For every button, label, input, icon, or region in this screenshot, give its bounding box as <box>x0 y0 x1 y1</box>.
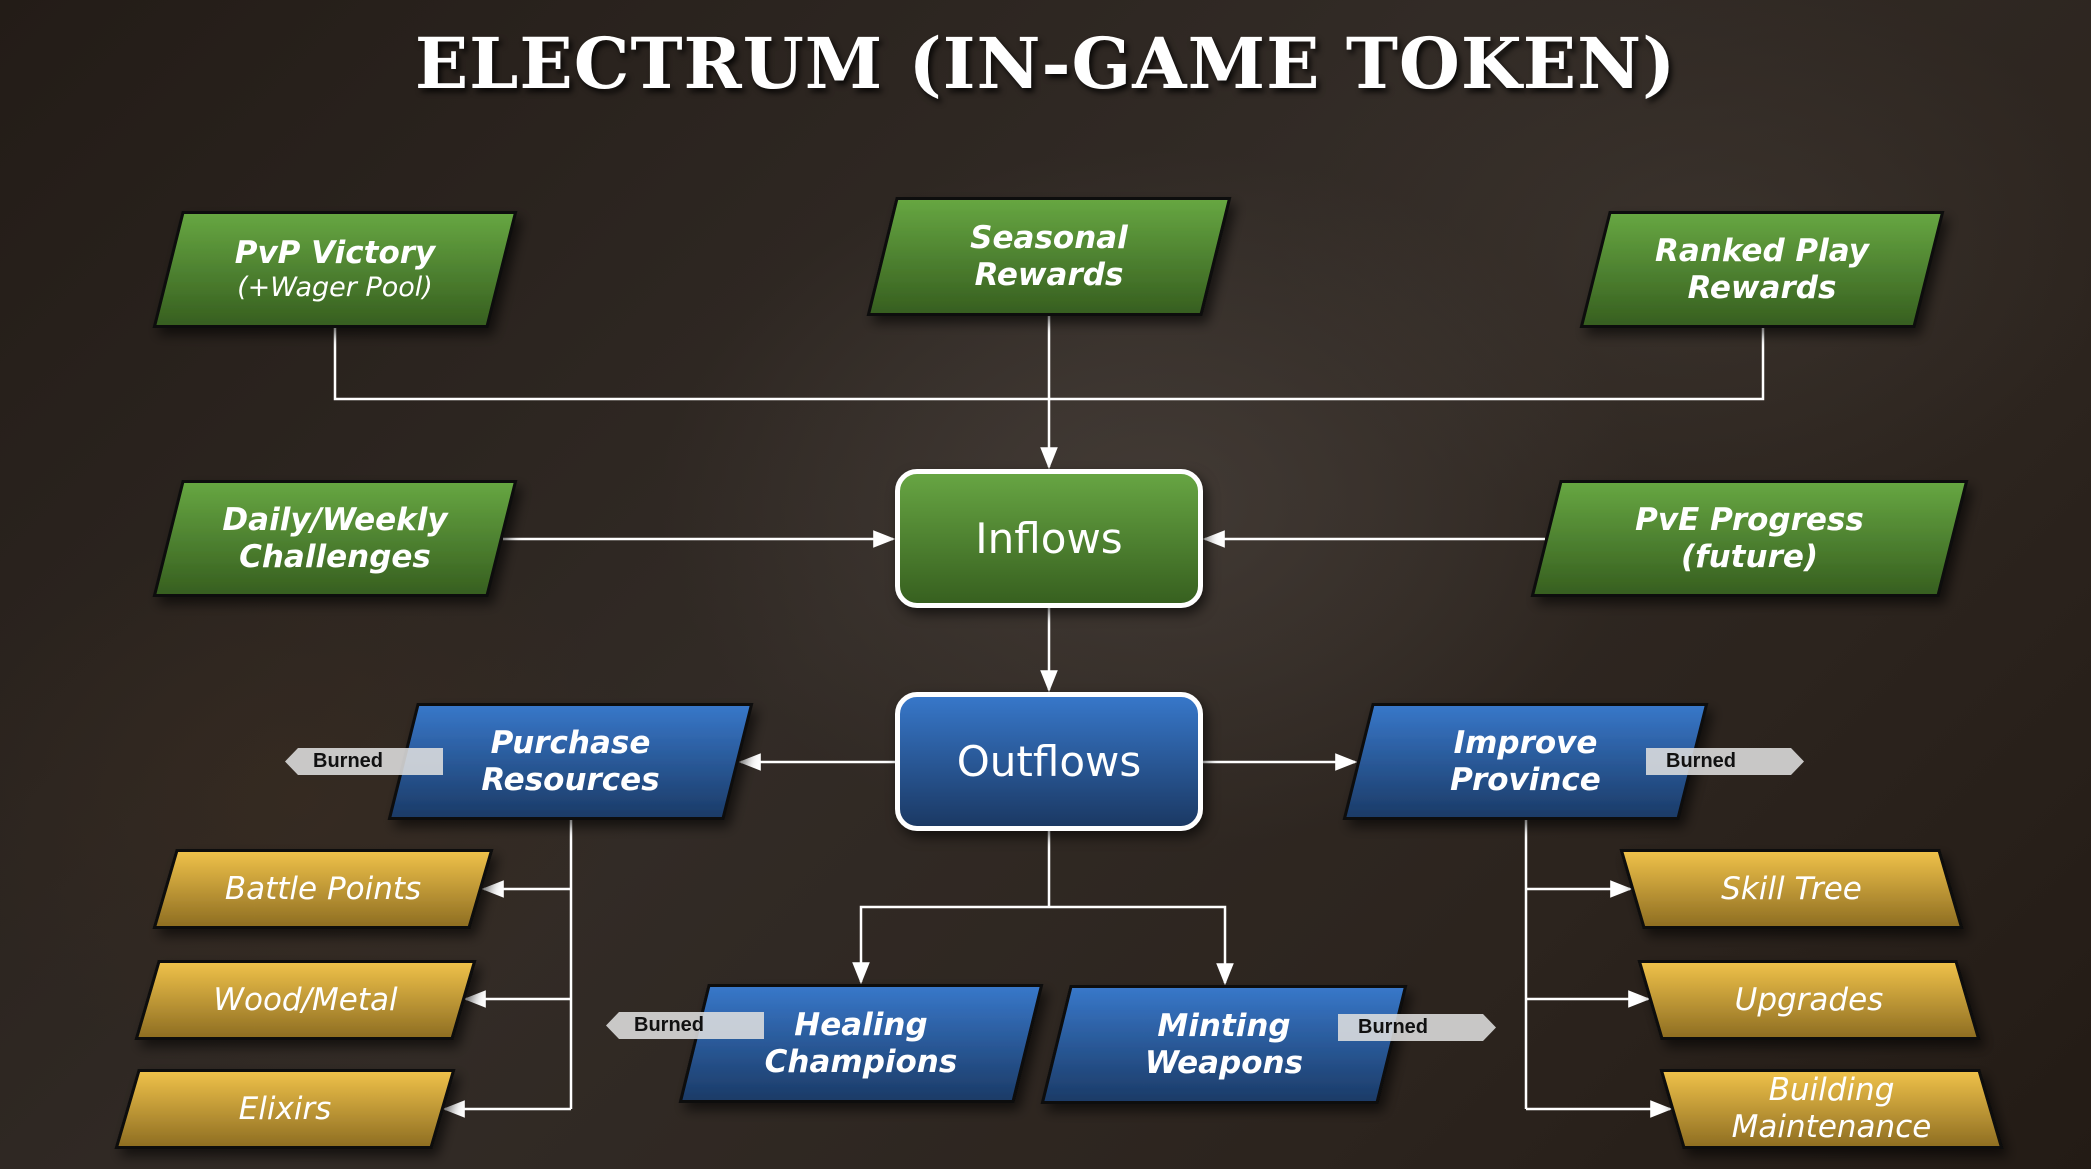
node-label: Elixirs <box>238 1090 332 1127</box>
node-label-line: Daily/Weekly <box>222 501 448 538</box>
node-label-line: Province <box>1450 761 1601 798</box>
node-label: Wood/Metal <box>213 981 398 1018</box>
burned-tag-purchase: Burned <box>285 748 443 775</box>
burned-tag-minting: Burned <box>1338 1014 1496 1041</box>
node-label-line: Weapons <box>1144 1044 1304 1081</box>
node-shape <box>1342 703 1709 820</box>
node-shape <box>152 480 518 597</box>
burned-tag-arrow-shape <box>606 1012 764 1039</box>
node-label: PvE Progress(future) <box>1635 502 1864 575</box>
node-shape <box>678 984 1044 1103</box>
diagram-title: ELECTRUM (IN-GAME TOKEN) <box>414 22 1677 105</box>
burned-tag-label: Burned <box>1666 750 1736 772</box>
node-label-line: Healing <box>794 1006 928 1043</box>
node-shape <box>152 211 518 328</box>
node-sublabel: (+Wager Pool) <box>237 271 433 303</box>
node-label-line: Purchase <box>490 724 651 761</box>
node-label-line: Minting <box>1157 1007 1291 1044</box>
burned-tag-label: Burned <box>313 750 383 772</box>
node-shape <box>1579 211 1945 328</box>
burned-tag-label: Burned <box>634 1014 704 1036</box>
node-skill-tree[interactable]: Skill Tree <box>1619 849 1964 929</box>
node-shape <box>1040 985 1408 1104</box>
node-shape <box>134 960 477 1040</box>
node-label-line: Resources <box>481 761 660 798</box>
node-shape <box>1530 480 1969 597</box>
node-label-line: (future) <box>1680 538 1819 575</box>
node-label: Upgrades <box>1734 981 1884 1018</box>
node-battle-points[interactable]: Battle Points <box>152 849 494 929</box>
node-label-line: Improve <box>1453 724 1598 761</box>
node-label-line: PvP Victory <box>234 235 436 272</box>
burned-tag-arrow-shape <box>1646 748 1804 775</box>
node-elixirs[interactable]: Elixirs <box>114 1069 456 1149</box>
burned-tag-label: Burned <box>1358 1016 1428 1038</box>
node-label-line: Maintenance <box>1731 1109 1932 1145</box>
node-shape <box>866 197 1232 316</box>
node-shape <box>387 703 754 820</box>
outflows-hub-label: Outflows <box>956 737 1142 786</box>
burned-tag-arrow-shape <box>285 748 443 775</box>
burned-tag-healing: Burned <box>606 1012 764 1039</box>
burned-tag-improve: Burned <box>1646 748 1804 775</box>
node-pve[interactable]: PvE Progress(future) <box>1530 480 1969 597</box>
node-label-line: Rewards <box>1687 269 1837 306</box>
node-shape <box>114 1069 456 1149</box>
inflows-hub-label: Inflows <box>975 514 1123 563</box>
outflows-hub[interactable]: Outflows <box>895 692 1203 831</box>
connector-out-minting <box>1049 905 1234 986</box>
node-label-line: Challenges <box>239 538 431 575</box>
connector-ranked <box>1049 328 1765 401</box>
node-shape <box>1659 1069 2004 1149</box>
node-label-line: Champions <box>764 1043 958 1080</box>
burned-tag-arrow-shape <box>1338 1014 1496 1041</box>
node-label-line: Seasonal <box>970 219 1128 256</box>
inflows-hub[interactable]: Inflows <box>895 469 1203 608</box>
connector-pvp <box>333 328 1049 401</box>
node-shape <box>1637 960 1981 1040</box>
node-label: Skill Tree <box>1721 870 1862 907</box>
node-pvp[interactable]: PvP Victory(+Wager Pool) <box>152 211 518 328</box>
node-shape <box>152 849 494 929</box>
node-label-line: Building <box>1768 1072 1895 1109</box>
node-shape <box>1619 849 1964 929</box>
node-upgrades[interactable]: Upgrades <box>1637 960 1981 1040</box>
node-label-line: Rewards <box>974 256 1124 293</box>
node-label: PvP Victory(+Wager Pool) <box>235 235 436 303</box>
connector-out-healing <box>852 905 1049 985</box>
node-label-line: Ranked Play <box>1655 232 1869 269</box>
node-label-line: PvE Progress <box>1635 501 1864 538</box>
node-wood-metal[interactable]: Wood/Metal <box>134 960 477 1040</box>
node-label: Battle Points <box>224 870 422 907</box>
